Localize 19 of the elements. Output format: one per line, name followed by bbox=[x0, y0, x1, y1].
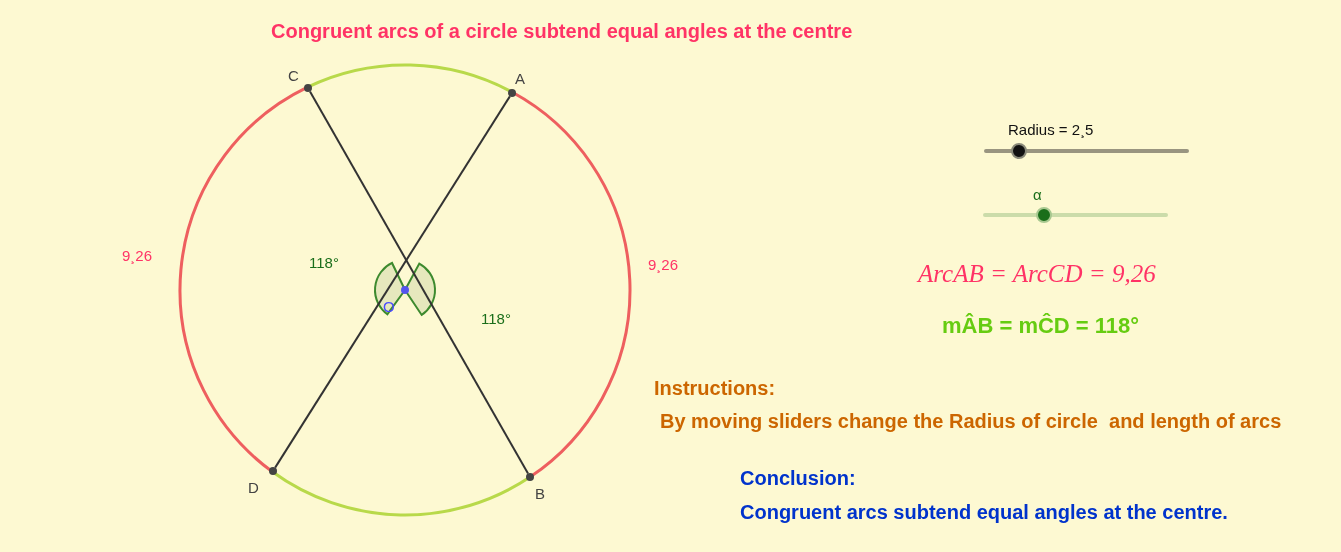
formula-text: ArcAB = ArcCD = 9,26 bbox=[918, 260, 1156, 288]
angle-label: 118° bbox=[481, 310, 511, 327]
point-label: D bbox=[248, 480, 259, 496]
line-segment bbox=[309, 90, 529, 475]
heading-text: Conclusion: bbox=[740, 467, 856, 490]
point-label: C bbox=[288, 68, 299, 84]
line-segment bbox=[274, 95, 511, 469]
point-label: B bbox=[535, 486, 545, 502]
formula-text: mÂB = mĈD = 118° bbox=[942, 313, 1140, 339]
slider-label: Radius = 2¸5 bbox=[1008, 121, 1094, 138]
title: Congruent arcs of a circle subtend equal angles at the centre bbox=[271, 20, 853, 43]
point-label: A bbox=[515, 71, 525, 87]
arc-length-label: 9¸26 bbox=[122, 247, 153, 264]
slider-label: α bbox=[1033, 186, 1042, 203]
instruction-text: By moving sliders change the Radius of circle and length of arcs bbox=[660, 410, 1282, 433]
angle-label: 118° bbox=[309, 254, 339, 271]
heading-text: Instructions: bbox=[654, 377, 776, 400]
arc-length-label: 9¸26 bbox=[648, 256, 679, 273]
conclusion-text: Congruent arcs subtend equal angles at the centre. bbox=[740, 501, 1228, 524]
